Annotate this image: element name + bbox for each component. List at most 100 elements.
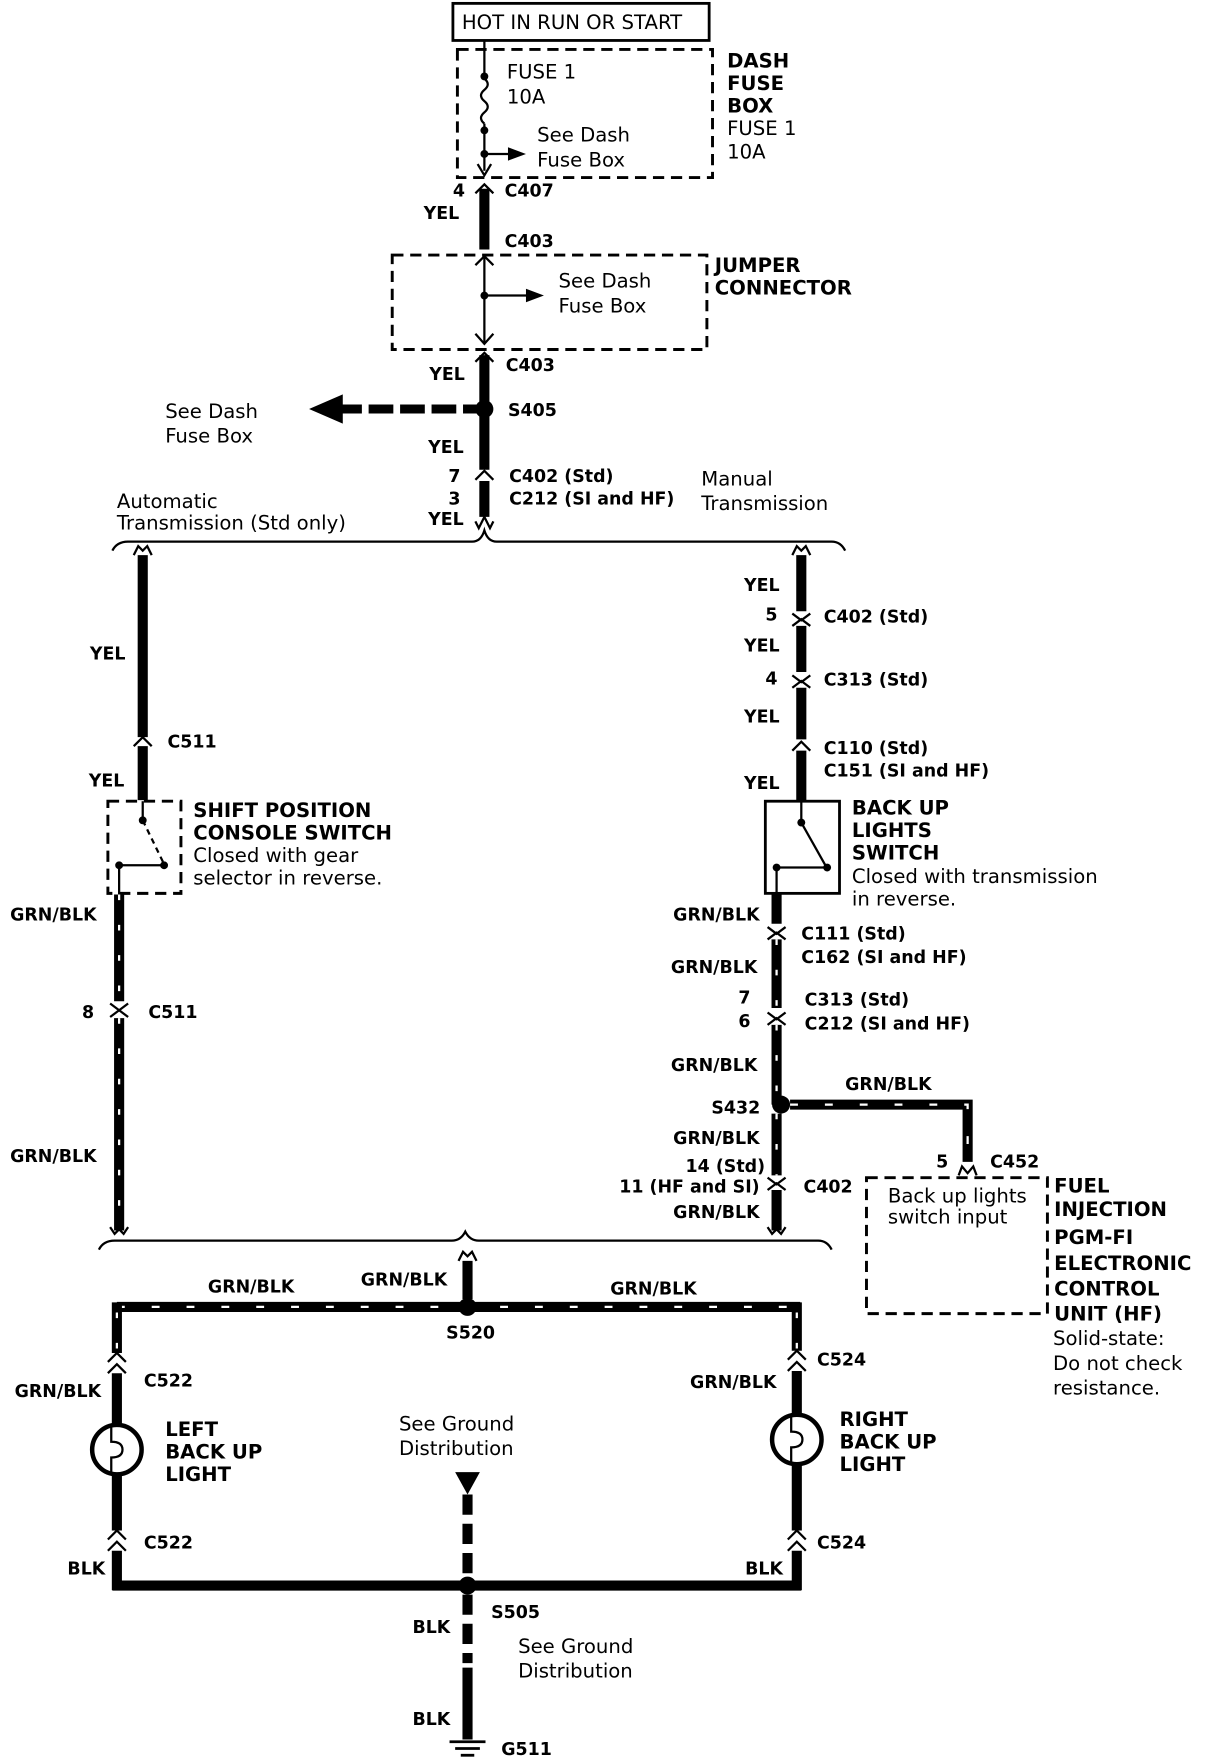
c212-label: C212 (SI and HF) — [509, 490, 674, 510]
see-ground-2-line2: Distribution — [518, 1660, 633, 1683]
lower-branch-bracket — [97, 1229, 833, 1251]
fuse-name: FUSE 1 — [507, 61, 576, 84]
ecu-title2: INJECTION — [1054, 1198, 1167, 1221]
left-bulb-filament — [110, 1427, 124, 1473]
manual-wire-label-9: GRN/BLK — [673, 1203, 761, 1223]
manual-wire-label-1: YEL — [743, 576, 780, 596]
c402-b-label: C402 — [804, 1177, 853, 1197]
c212-pin: 3 — [448, 490, 460, 510]
auto-branch-top-connector — [132, 544, 153, 556]
auto-wire-label-1: YEL — [89, 645, 126, 665]
power-source-box — [451, 1, 711, 42]
connector-c522-bottom — [107, 1528, 127, 1552]
connector-c407 — [474, 182, 495, 195]
c452-pin: 5 — [936, 1153, 948, 1173]
right-back-up-light-bulb — [769, 1412, 824, 1467]
connector-c524-top — [787, 1349, 807, 1372]
c452-label: C452 — [990, 1153, 1039, 1173]
connector-c212 — [474, 514, 495, 531]
shift-position-switch-box — [106, 799, 183, 895]
splice-s432 — [772, 1095, 791, 1114]
feed-wire-label-4: YEL — [427, 510, 464, 530]
s405-left-arrow — [309, 394, 343, 424]
feed-wire-label-2: YEL — [428, 365, 465, 385]
ecu-feed-wire-stripe — [790, 1103, 969, 1162]
auto-wire-label-3: GRN/BLK — [10, 905, 98, 925]
c162-label: C162 (SI and HF) — [801, 948, 966, 968]
jumper-bottom-arrow — [474, 332, 495, 346]
shift-switch-desc1: Closed with gear — [193, 844, 359, 867]
c403-bottom-label: C403 — [506, 356, 555, 376]
jumper-connector-box — [390, 253, 709, 351]
ecu-title5: CONTROL — [1054, 1278, 1159, 1301]
dash-fuse-title2: FUSE — [727, 72, 784, 95]
connector-c402-top — [474, 469, 495, 481]
c151-label: C151 (SI and HF) — [824, 761, 989, 781]
left-bus-wire-label: GRN/BLK — [208, 1277, 296, 1297]
g511-label: G511 — [501, 1740, 552, 1760]
fuse-see-line2: Fuse Box — [537, 148, 625, 171]
ecu-box — [865, 1176, 1049, 1316]
dash-fuse-title4: FUSE 1 — [727, 117, 796, 140]
connector-c402-bottom — [766, 1176, 787, 1191]
splice-s505 — [458, 1576, 477, 1595]
connector-c402-manual — [791, 612, 811, 627]
manual-wire-label-6: GRN/BLK — [671, 958, 759, 978]
c403-top-label: C403 — [505, 232, 554, 252]
manual-wire-label-3: YEL — [743, 708, 780, 728]
left-light-title1: LEFT — [165, 1418, 218, 1441]
c110-label: C110 (Std) — [824, 739, 928, 759]
backup-switch-title1: BACK UP — [852, 797, 949, 820]
manual-wire-label-2: YEL — [743, 637, 780, 657]
c511-bottom-label: C511 — [148, 1003, 197, 1023]
manual-line1: Manual — [701, 467, 772, 490]
c313-b-label: C313 (Std) — [805, 991, 909, 1011]
center-wire-label: GRN/BLK — [361, 1271, 449, 1291]
right-blk-label: BLK — [745, 1559, 784, 1579]
c511-bottom-pin: 8 — [82, 1003, 94, 1023]
splice-s520 — [458, 1297, 477, 1316]
center-top-connector — [457, 1249, 478, 1262]
left-light-wire-label: GRN/BLK — [15, 1382, 103, 1402]
fuse-symbol — [479, 77, 489, 125]
ecu-note3: resistance. — [1053, 1377, 1160, 1400]
c402-manual-label: C402 (Std) — [824, 608, 928, 628]
fuse-junction-top — [480, 72, 489, 81]
fuse-branch-arrow — [507, 147, 526, 161]
dash-fuse-title1: DASH — [727, 49, 789, 72]
right-light-title1: RIGHT — [840, 1408, 909, 1431]
c402-label: C402 (Std) — [509, 467, 613, 487]
splice-s405 — [475, 400, 494, 419]
auto-bottom-connector — [109, 1226, 130, 1236]
dash-fuse-title5: 10A — [727, 140, 766, 163]
s432-label: S432 — [711, 1099, 760, 1119]
see-ground-1-line2: Distribution — [399, 1437, 514, 1460]
power-source-label: HOT IN RUN OR START — [462, 11, 683, 34]
connector-c313-c212 — [766, 1011, 787, 1026]
c402-manual-pin: 5 — [765, 605, 777, 625]
see-dash-left-line1: See Dash — [165, 400, 258, 423]
c402-b-pin-hf: 11 (HF and SI) — [619, 1177, 759, 1197]
see-ground-1-line1: See Ground — [399, 1413, 514, 1436]
s505-label: S505 — [491, 1603, 540, 1623]
right-bus-wire-label: GRN/BLK — [610, 1280, 698, 1300]
c407-pin: 4 — [453, 182, 465, 202]
c524-bottom-label: C524 — [817, 1533, 866, 1553]
connector-c511-top — [132, 735, 153, 747]
jumper-see-line2: Fuse Box — [559, 294, 647, 317]
fuse-junction-mid — [480, 126, 489, 135]
jumper-title1: JUMPER — [713, 254, 801, 277]
feed-wire-label-3: YEL — [427, 438, 464, 458]
automatic-line2: Transmission (Std only) — [116, 511, 346, 534]
backup-switch-title2: LIGHTS — [852, 819, 932, 842]
c407-label: C407 — [505, 182, 554, 202]
c402-pin: 7 — [448, 467, 460, 487]
backup-switch-desc2: in reverse. — [852, 888, 956, 911]
connector-c522-top — [107, 1351, 127, 1374]
jumper-top-arrow — [474, 254, 495, 266]
dash-fuse-title3: BOX — [727, 94, 773, 117]
connector-c111 — [766, 926, 787, 941]
s520-label: S520 — [446, 1323, 495, 1343]
ecu-input-line2: switch input — [888, 1206, 1008, 1229]
